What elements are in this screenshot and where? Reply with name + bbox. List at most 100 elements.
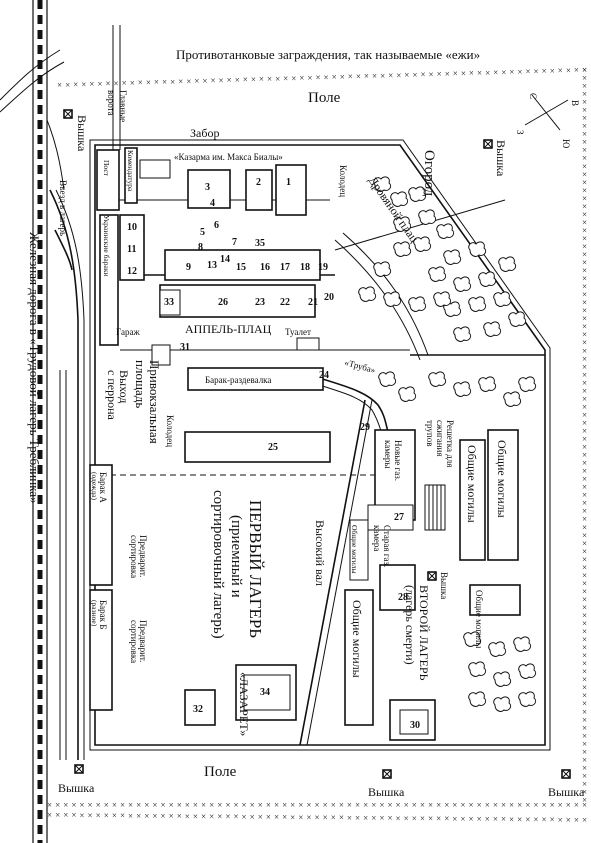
wire-x: × bbox=[517, 67, 522, 77]
wire-x: × bbox=[250, 800, 255, 810]
wire-x: × bbox=[533, 815, 538, 825]
wire-x: × bbox=[250, 812, 255, 822]
num-11: 11 bbox=[127, 244, 136, 255]
tower-bottom-right bbox=[561, 769, 571, 779]
presort-label-2b: сортировка bbox=[129, 620, 139, 663]
wire-x: × bbox=[582, 314, 587, 324]
wire-x: × bbox=[582, 490, 587, 500]
wire-x: × bbox=[582, 763, 587, 773]
wire-x: × bbox=[136, 800, 141, 810]
wire-x: × bbox=[201, 800, 206, 810]
wire-x: × bbox=[582, 715, 587, 725]
wire-x: × bbox=[582, 635, 587, 645]
wire-x: × bbox=[404, 800, 409, 810]
wire-x: × bbox=[582, 65, 587, 75]
wire-x: × bbox=[323, 800, 328, 810]
wire-x: × bbox=[582, 426, 587, 436]
wire-x: × bbox=[55, 810, 60, 820]
wire-x: × bbox=[420, 813, 425, 823]
num-6: 6 bbox=[214, 220, 219, 231]
wire-x: × bbox=[201, 811, 206, 821]
building-21-26 bbox=[159, 284, 316, 318]
wire-x: × bbox=[146, 77, 151, 87]
wire-x: × bbox=[258, 812, 263, 822]
wire-x: × bbox=[501, 67, 506, 77]
wire-x: × bbox=[517, 800, 522, 810]
wire-x: × bbox=[582, 731, 587, 741]
wire-x: × bbox=[364, 71, 369, 81]
gate-label-2: ворота bbox=[106, 90, 116, 116]
wire-x: × bbox=[582, 233, 587, 243]
compass-south: Ю bbox=[561, 139, 571, 148]
first-camp-label-3: сортировочный лагерь) bbox=[210, 490, 226, 639]
wire-x: × bbox=[582, 354, 587, 364]
wire-x: × bbox=[274, 812, 279, 822]
wire-x: × bbox=[582, 153, 587, 163]
wood-road bbox=[334, 239, 421, 361]
barrack-a-label-2: (одежда) bbox=[90, 472, 99, 501]
wire-x: × bbox=[283, 74, 288, 84]
wire-x: × bbox=[225, 812, 230, 822]
wire-x: × bbox=[436, 814, 441, 824]
wire-x: × bbox=[582, 562, 587, 572]
mass-graves-label-4: Общие могилы bbox=[474, 590, 484, 648]
wire-x: × bbox=[574, 65, 579, 75]
station-square-label-1: Привокзальная bbox=[147, 360, 162, 444]
wire-x: × bbox=[436, 800, 441, 810]
num-22: 22 bbox=[280, 297, 290, 308]
wire-x: × bbox=[582, 386, 587, 396]
wire-x: × bbox=[582, 434, 587, 444]
railway-label: Железная дорога в «Трудовой лагерь Требл… bbox=[27, 232, 42, 504]
tree-shape bbox=[428, 371, 447, 387]
wire-x: × bbox=[177, 800, 182, 810]
wire-x: × bbox=[582, 306, 587, 316]
wire-x: × bbox=[550, 800, 555, 810]
wire-x: × bbox=[227, 75, 232, 85]
tube-path bbox=[309, 374, 389, 433]
post-label: Пост bbox=[102, 160, 111, 177]
building-32 bbox=[184, 689, 216, 726]
wire-x: × bbox=[509, 67, 514, 77]
garden-label: Огород bbox=[421, 150, 437, 197]
wire-x: × bbox=[112, 800, 117, 810]
barracks-max-biala-label: «Казарма им. Макса Биалы» bbox=[174, 152, 283, 162]
wire-x: × bbox=[582, 691, 587, 701]
spur-track-2 bbox=[54, 229, 73, 271]
tree-shape bbox=[373, 261, 392, 277]
grate-label-3: трупов bbox=[425, 420, 435, 447]
num-14: 14 bbox=[220, 254, 230, 265]
wire-x: × bbox=[420, 800, 425, 810]
wire-x: × bbox=[469, 814, 474, 824]
num-15: 15 bbox=[236, 262, 246, 273]
presort-label-1a: Предварит. bbox=[138, 535, 148, 577]
wire-x: × bbox=[542, 66, 547, 76]
wire-x: × bbox=[582, 442, 587, 452]
first-camp-label-1: ПЕРВЫЙ ЛАГЕРЬ bbox=[246, 500, 265, 638]
wire-x: × bbox=[517, 814, 522, 824]
wire-x: × bbox=[356, 71, 361, 81]
wire-x: × bbox=[154, 77, 159, 87]
wire-x: × bbox=[79, 810, 84, 820]
tree-shape bbox=[398, 386, 417, 402]
tower-label-bottom-left: Вышка bbox=[58, 781, 95, 795]
wire-x: × bbox=[63, 810, 68, 820]
wire-x: × bbox=[282, 812, 287, 822]
wire-x: × bbox=[582, 659, 587, 669]
tree-shape bbox=[513, 636, 532, 652]
field-bottom: Поле bbox=[204, 764, 237, 780]
tree-shape bbox=[468, 691, 487, 707]
wire-x: × bbox=[412, 813, 417, 823]
appel-platz-label: АППЕЛЬ-ПЛАЦ bbox=[185, 322, 272, 336]
wire-x: × bbox=[453, 69, 458, 79]
num-9: 9 bbox=[186, 262, 191, 273]
wire-x: × bbox=[493, 814, 498, 824]
tree-shape bbox=[428, 266, 447, 282]
wire-x: × bbox=[209, 800, 214, 810]
wire-x: × bbox=[347, 813, 352, 823]
tree-shape bbox=[488, 641, 507, 657]
wire-x: × bbox=[128, 800, 133, 810]
wire-x: × bbox=[582, 362, 587, 372]
wire-x: × bbox=[582, 651, 587, 661]
wire-x: × bbox=[444, 814, 449, 824]
wire-x: × bbox=[525, 814, 530, 824]
